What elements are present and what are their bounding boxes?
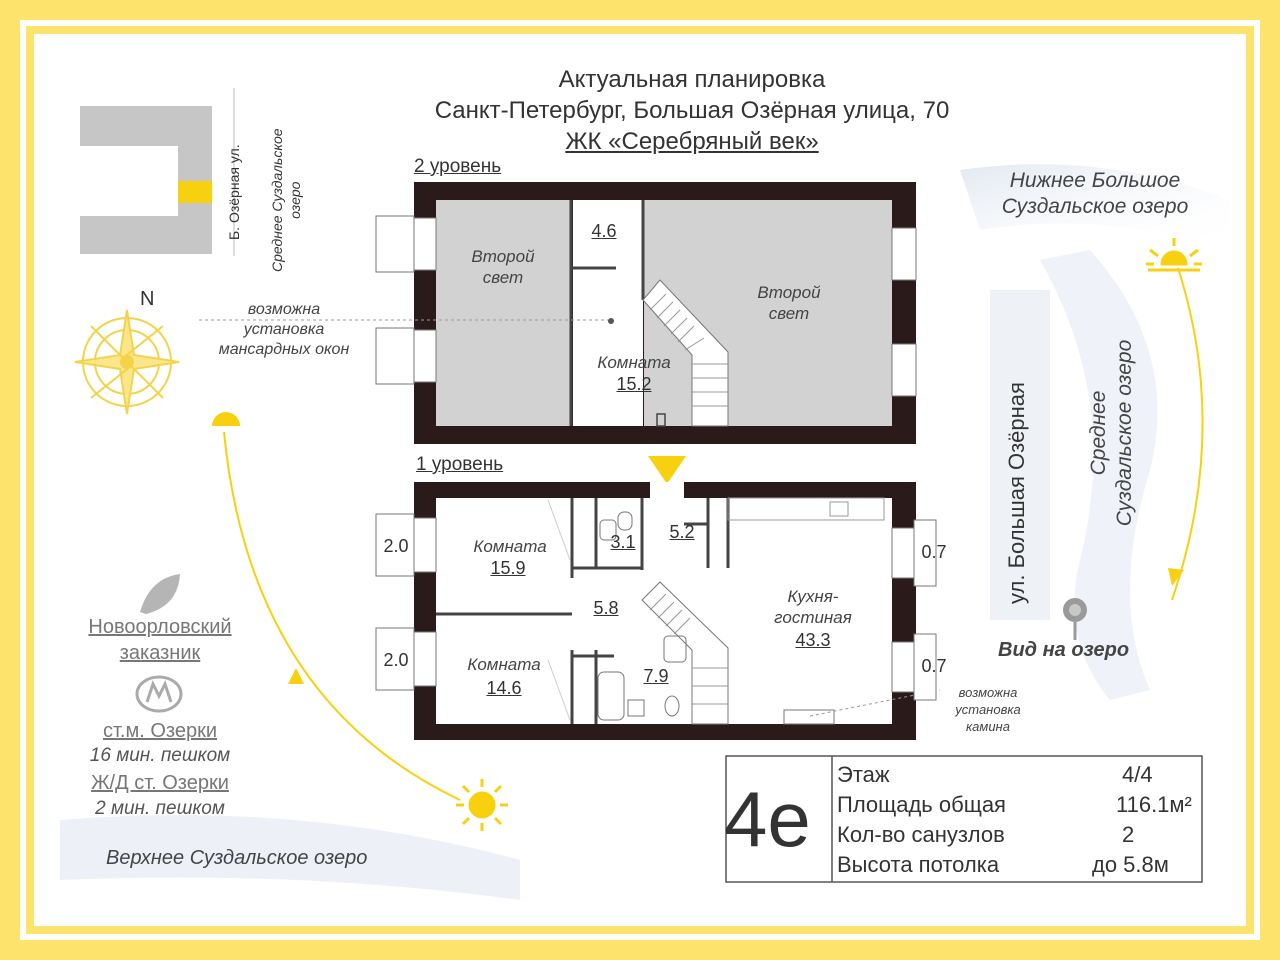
bathrooms-label: Кол-во санузлов xyxy=(837,822,1005,847)
ceiling-label: Высота потолка xyxy=(837,852,1000,877)
plan-card: Актуальная планировка Санкт-Петербург, Б… xyxy=(34,34,1246,926)
compass-rose xyxy=(74,309,180,415)
floor-label: Этаж xyxy=(837,762,890,787)
sunset-icon-left xyxy=(212,412,240,426)
balcony-top-area: 2.0 xyxy=(383,536,409,556)
room1-area: 15.9 xyxy=(490,558,526,578)
loggia-top-area: 0.7 xyxy=(921,542,947,562)
loggia-bottom-area: 0.7 xyxy=(921,656,947,676)
ceiling-value: до 5.8м xyxy=(1092,852,1169,877)
mist-right xyxy=(1040,250,1158,700)
sun-path-right xyxy=(1171,267,1204,601)
room-l2-area: 15.2 xyxy=(616,374,652,394)
floor-value: 4/4 xyxy=(1122,762,1153,787)
leaf-icon xyxy=(140,574,180,614)
sun-arrow-left xyxy=(288,668,304,684)
corridor-area: 5.8 xyxy=(593,598,619,618)
street-band xyxy=(990,290,1050,620)
mist-top xyxy=(960,164,1230,250)
sun-arrow-right xyxy=(1168,568,1184,586)
mist-bottom xyxy=(60,815,520,900)
second-light-right-label: Второй свет xyxy=(757,283,821,323)
lake-middle-label: Среднее Суздальское озеро xyxy=(1087,339,1136,527)
level-2-label: 2 уровень xyxy=(414,156,502,177)
metro-icon xyxy=(135,675,183,713)
entrance-marker xyxy=(648,456,686,484)
header-title: Актуальная планировка xyxy=(558,66,826,93)
floor-plan-drawing xyxy=(60,88,1230,900)
metro-time: 16 мин. пешком xyxy=(89,745,231,766)
header-address: Санкт-Петербург, Большая Озёрная улица, … xyxy=(434,97,950,124)
street-big-label: ул. Большая Озёрная xyxy=(1004,382,1029,604)
skylight-note: возможна установка мансардных окон xyxy=(218,301,350,358)
reserve-label: Новоорловский заказник xyxy=(88,616,232,664)
hall-area: 5.2 xyxy=(669,522,695,542)
room2-name: Комната xyxy=(467,655,541,674)
header-complex: ЖК «Серебряный век» xyxy=(565,128,819,155)
info-table xyxy=(725,755,1203,883)
bathrooms-value: 2 xyxy=(1122,822,1135,847)
rail-time: 2 мин. пешком xyxy=(95,798,225,819)
fireplace-note: возможна установка камина xyxy=(955,685,1021,734)
kitchen-name: Кухня- гостиная xyxy=(774,587,852,627)
location-pin-icon xyxy=(1063,598,1087,640)
balcony-bottom-area: 2.0 xyxy=(383,650,409,670)
sun-path-left xyxy=(223,431,461,801)
level-1-plan xyxy=(375,482,941,740)
lake-view-label: Вид на озеро xyxy=(998,639,1130,661)
room2-area: 14.6 xyxy=(486,678,522,698)
street-small-label: Б. Озёрная ул. xyxy=(226,144,242,240)
kitchen-area: 43.3 xyxy=(795,630,831,650)
lake-lower-label: Нижнее Большое Суздальское озеро xyxy=(1001,169,1189,218)
room-l2-name: Комната xyxy=(597,353,671,372)
area-label: Площадь общая xyxy=(837,792,1006,817)
second-light-left-label: Второй свет xyxy=(471,247,535,287)
lake-upper-label: Верхнее Суздальское озеро xyxy=(106,847,368,869)
level-2-plan xyxy=(196,182,917,444)
bath-big-area: 7.9 xyxy=(643,666,669,686)
level-1-label: 1 уровень xyxy=(416,454,504,475)
compass-north: N xyxy=(140,288,155,310)
storage-area-label: 4.6 xyxy=(591,221,617,241)
room1-name: Комната xyxy=(473,537,547,556)
apartment-type: 4е xyxy=(724,775,811,863)
area-value: 116.1м² xyxy=(1116,792,1192,817)
sunrise-icon-right xyxy=(1146,238,1202,272)
rail-label: Ж/Д ст. Озерки xyxy=(91,772,229,794)
sun-icon-bottom xyxy=(456,779,508,831)
metro-label: ст.м. Озерки xyxy=(102,720,218,742)
bath-small-area: 3.1 xyxy=(610,532,636,552)
mini-map xyxy=(80,88,235,256)
lake-middle-small-label: Среднее Суздальское озеро xyxy=(269,128,303,272)
